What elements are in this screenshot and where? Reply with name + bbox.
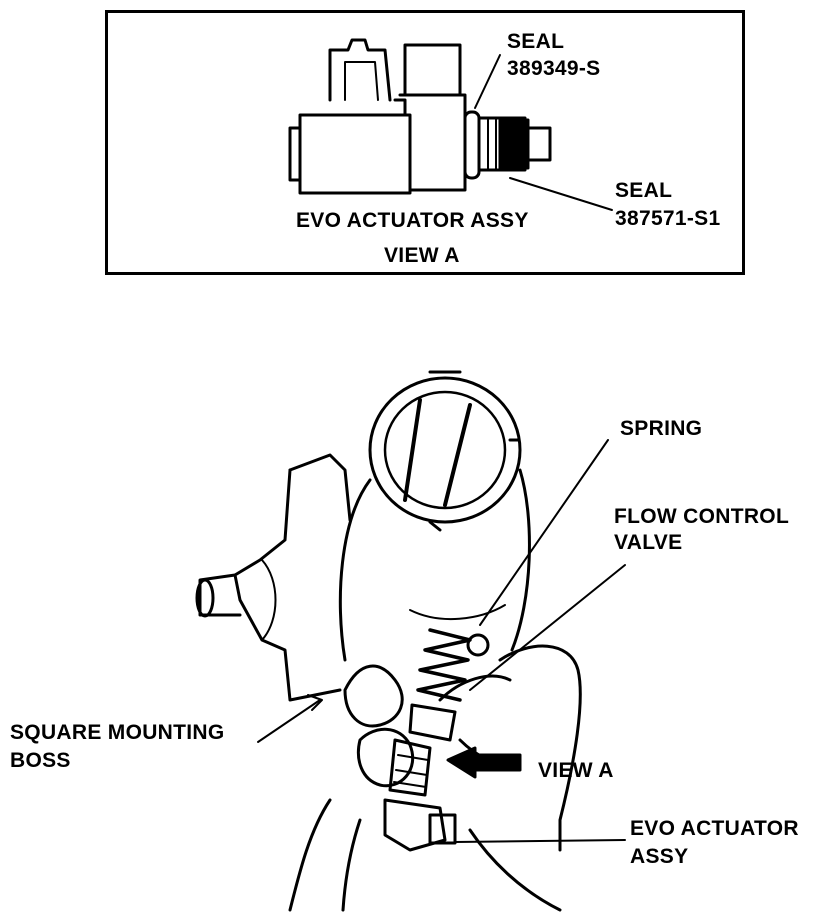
actuator-label-line1: EVO ACTUATOR [630,817,799,840]
boss-label-line2: BOSS [10,749,71,772]
boss-label-line1: SQUARE MOUNTING [10,721,225,744]
flow-control-label-line2: VALVE [614,531,683,554]
view-a-label: VIEW A [538,759,614,782]
actuator-label-line2: ASSY [630,845,689,868]
inset-assembly-caption: EVO ACTUATOR ASSY [296,209,529,232]
seal-top-title: SEAL [507,30,565,53]
power-steering-pump-drawing [195,370,626,912]
inset-view-caption: VIEW A [384,244,460,267]
view-a-inset-frame [105,10,745,275]
spring-label: SPRING [620,417,703,440]
seal-bottom-title: SEAL [615,179,673,202]
seal-bottom-part-number: 387571-S1 [615,207,721,230]
seal-top-part-number: 389349-S [507,57,601,80]
evo-actuator-inset-drawing [288,38,613,211]
flow-control-label-line1: FLOW CONTROL [614,505,790,528]
